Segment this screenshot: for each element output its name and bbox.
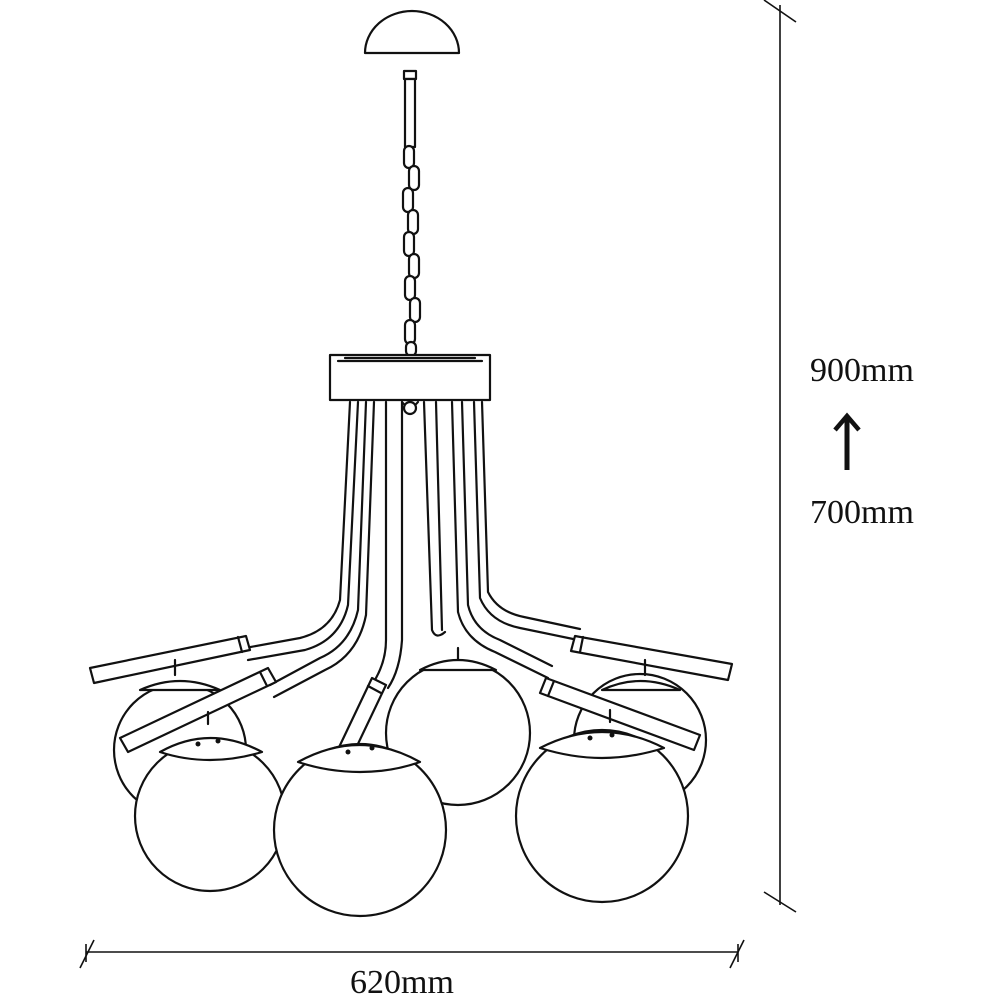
height-max-label: 900mm <box>810 352 914 389</box>
ceiling-canopy <box>363 9 461 55</box>
holder-right-near <box>538 676 702 752</box>
globe-front-right <box>514 728 690 904</box>
holder-left-near <box>118 666 278 754</box>
arrow-up-icon <box>833 412 861 470</box>
lamp-arms <box>243 400 582 699</box>
globe-front-left <box>133 739 287 893</box>
width-label: 620mm <box>350 964 454 1001</box>
holder-left-far <box>88 634 252 685</box>
lamp-body <box>328 353 492 402</box>
suspension-rod <box>403 77 417 149</box>
holder-right-far <box>569 634 734 682</box>
height-min-label: 700mm <box>810 494 914 531</box>
width-dimension-line <box>79 939 745 969</box>
suspension-chain <box>401 144 422 358</box>
canopy-stem <box>402 69 418 81</box>
height-dimension-line <box>763 0 797 913</box>
